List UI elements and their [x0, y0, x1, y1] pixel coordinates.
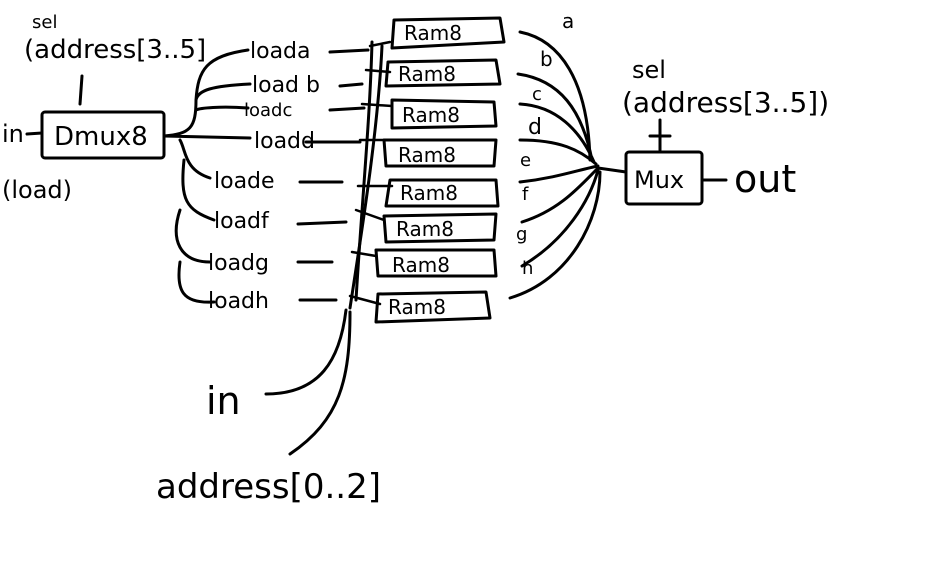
dmux-sel-address: (address[3..5] [24, 35, 206, 65]
mux-input-c: c [532, 84, 542, 105]
mux-input-e: e [520, 150, 531, 171]
ram8-block-c: Ram8 [390, 98, 498, 130]
ram-to-mux-wires [508, 30, 628, 300]
dmux-fanout-bracket [162, 48, 252, 304]
mux-output-label: out [734, 157, 796, 201]
load-output-g: loadg [208, 251, 269, 276]
ram8-label: Ram8 [396, 217, 454, 241]
ram8-label: Ram8 [398, 143, 456, 167]
ram8-label: Ram8 [404, 21, 462, 45]
ram8-block-a: Ram8 [390, 16, 506, 50]
load-wires [296, 48, 370, 302]
mux-input-h: h [522, 258, 533, 279]
dmux-input-label: in [2, 120, 24, 148]
mux-input-f: f [522, 184, 529, 205]
ram8-label: Ram8 [400, 181, 458, 205]
dmux-sel-wire [78, 74, 84, 106]
ram8-label: Ram8 [398, 62, 456, 86]
bottom-address-label: address[0..2] [156, 467, 381, 507]
ram8-block-b: Ram8 [384, 58, 502, 88]
bottom-in-label: in [206, 379, 241, 423]
mux-label: Mux [634, 166, 684, 194]
in-to-bus-wire [264, 308, 348, 396]
dmux8-label: Dmux8 [54, 122, 148, 152]
ram8-block-h: Ram8 [374, 290, 492, 324]
mux-input-b: b [540, 47, 553, 71]
load-output-c: loadc [244, 100, 292, 121]
mux-sel-wire [648, 118, 672, 152]
ram8-block-d: Ram8 [382, 138, 498, 168]
ram8-block-f: Ram8 [382, 212, 498, 244]
load-output-f: loadf [214, 209, 270, 234]
mux-block [624, 150, 704, 206]
dmux-input-wire [25, 131, 44, 136]
load-output-b: load b [252, 73, 320, 98]
load-output-h: loadh [208, 289, 269, 314]
address-to-bus-wire [288, 310, 352, 456]
bus-vertical-address [348, 44, 384, 310]
mux-input-a: a [562, 9, 574, 33]
ram8-block-g: Ram8 [374, 248, 498, 278]
ram8-label: Ram8 [388, 295, 446, 319]
dmux-load-label: (load) [2, 176, 72, 204]
mux-sel-address: (address[3..5]) [622, 86, 829, 119]
ram-connectors [348, 40, 394, 306]
ram8-label: Ram8 [392, 253, 450, 277]
load-output-a: loada [250, 39, 311, 64]
mux-sel-label: sel [632, 56, 666, 84]
load-output-e: loade [214, 169, 275, 194]
dmux-sel-label: sel [32, 12, 57, 33]
ram8-label: Ram8 [402, 103, 460, 127]
mux-input-g: g [516, 224, 527, 245]
ram8-block-e: Ram8 [384, 178, 500, 208]
mux-input-d: d [528, 115, 542, 140]
